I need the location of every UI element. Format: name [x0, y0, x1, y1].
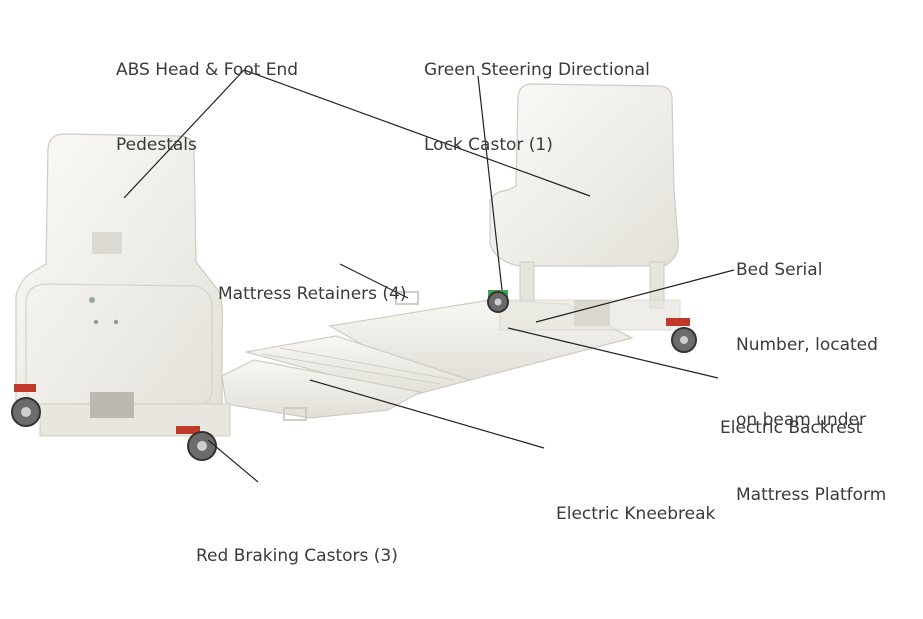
leader-braking [207, 439, 259, 483]
base-frame [39, 299, 681, 437]
mattress-platform [221, 291, 634, 421]
castor-front-left [11, 384, 41, 427]
bed-diagram: ABS Head & Foot End Pedestals Green Stee… [11, 8, 886, 566]
leader-pedestals-near [123, 69, 245, 199]
castor-front-right [176, 426, 217, 461]
label-braking-text: Red Braking Castors (3) [196, 546, 398, 566]
castor-back-left-steering [487, 290, 509, 313]
label-steering-line2: Lock Castor (1) [424, 135, 553, 155]
leader-serial [535, 269, 735, 323]
label-electric-backrest: Electric Backrest [720, 366, 862, 491]
label-kneebreak-text: Electric Kneebreak [556, 504, 716, 524]
label-serial-number: Bed Serial Number, located on beam under… [736, 208, 886, 558]
label-steering-line1: Green Steering Directional [424, 60, 650, 80]
leader-backrest [507, 327, 719, 379]
label-pedestals-line2: Pedestals [116, 135, 197, 155]
label-serial-line4: Mattress Platform [736, 485, 887, 505]
castor-back-right [666, 318, 697, 353]
label-pedestals-line1: ABS Head & Foot End [116, 60, 299, 80]
leader-pedestals-far [243, 69, 591, 197]
bed-illustration [11, 69, 735, 483]
label-steering-castor: Green Steering Directional Lock Castor (… [424, 8, 650, 208]
label-electric-kneebreak: Electric Kneebreak [556, 452, 715, 577]
label-serial-line2: Number, located [736, 335, 878, 355]
leader-retainers [339, 263, 409, 299]
label-retainers-text: Mattress Retainers (4) [218, 284, 407, 304]
label-serial-line1: Bed Serial [736, 260, 823, 280]
label-pedestals: ABS Head & Foot End Pedestals [116, 8, 298, 208]
far-headboard [489, 83, 679, 309]
near-footboard [15, 133, 224, 419]
label-braking-castors: Red Braking Castors (3) [196, 494, 398, 619]
leader-steering [477, 75, 503, 291]
leader-kneebreak [309, 379, 545, 449]
leader-lines [123, 69, 735, 483]
label-mattress-retainers: Mattress Retainers (4) [218, 232, 407, 357]
label-backrest-text: Electric Backrest [720, 418, 863, 438]
label-serial-line3: on beam under [736, 410, 866, 430]
